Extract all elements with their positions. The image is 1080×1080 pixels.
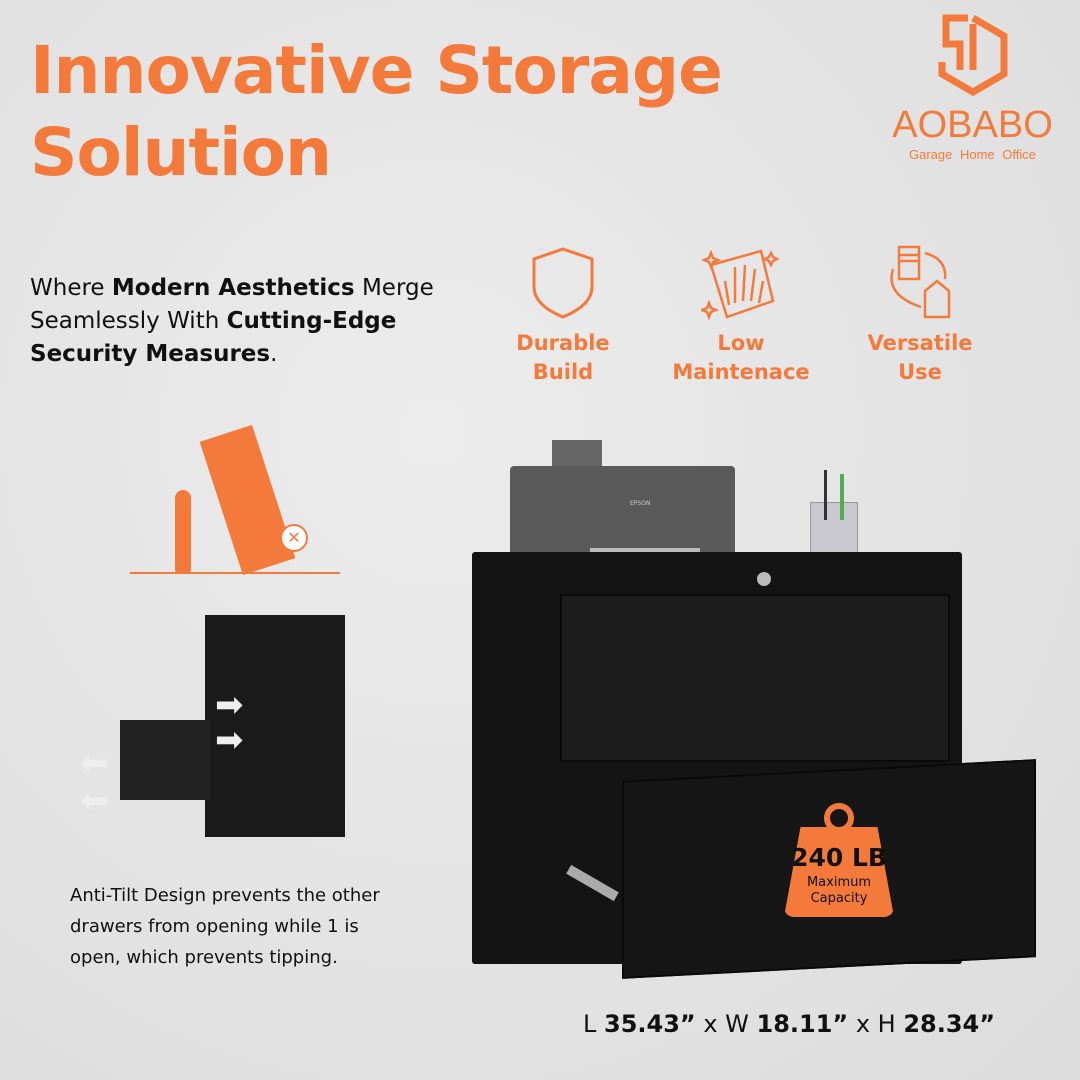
intro-text: Where Modern Aesthetics Merge Seamlessly… [30, 275, 434, 367]
cleaning-hand-icon [698, 249, 780, 321]
pull-arrow-icon: ⬅ [80, 743, 109, 783]
drawer-detail-image: ➡ ➡ ⬅ ⬅ [80, 615, 345, 837]
logo-mark-icon [938, 14, 1007, 97]
anti-tilt-illustration: ✕ [130, 420, 340, 580]
push-arrow-icon: ➡ [215, 720, 244, 760]
shield-icon [532, 247, 594, 319]
printer-image: EPSON [510, 440, 735, 570]
brand-logo: AOBABO Garage Home Office [880, 14, 1065, 162]
push-arrow-icon: ➡ [215, 685, 244, 725]
anti-tilt-note: Anti-Tilt Design prevents the other draw… [70, 885, 380, 968]
house-cycle-icon [890, 245, 951, 319]
top-drawer [560, 594, 950, 762]
pull-arrow-icon: ⬅ [80, 781, 109, 821]
lock-icon [757, 572, 771, 586]
pen-cup-image [810, 470, 858, 556]
dimensions: L 35.43” x W 18.11” x H 28.34” [583, 1010, 996, 1038]
headline: Innovative Storage Solution [30, 32, 723, 191]
not-allowed-icon: ✕ [280, 524, 308, 552]
